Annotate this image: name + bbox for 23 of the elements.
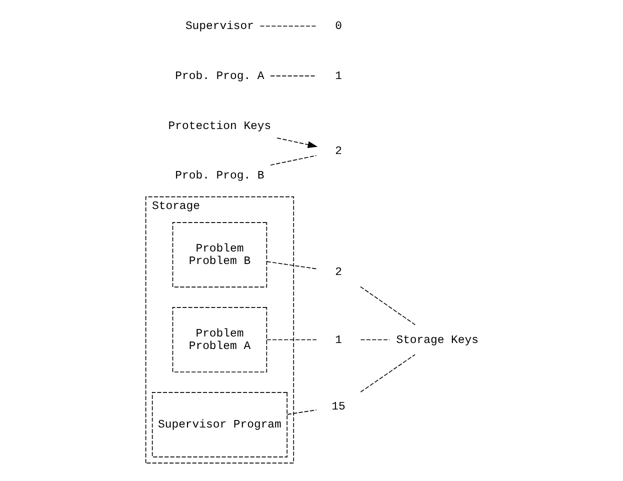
connector	[259, 26, 316, 27]
node-text: 1	[334, 70, 342, 83]
connector	[360, 339, 390, 340]
connector	[266, 261, 316, 270]
connector	[270, 155, 316, 166]
connector	[266, 339, 316, 340]
connector	[360, 286, 416, 326]
node-box: Problem Problem A	[172, 307, 267, 372]
node-box: Problem Problem B	[172, 222, 267, 288]
connector	[286, 410, 316, 415]
connector	[360, 354, 415, 392]
node-text: Prob. Prog. B	[174, 170, 264, 183]
node-text: Prob. Prog. A	[174, 70, 264, 83]
node-text: Storage Keys	[396, 334, 478, 347]
node-text: 15	[331, 400, 345, 414]
node-text: Supervisor	[184, 20, 254, 34]
node-text: 1	[334, 334, 342, 347]
arrow	[276, 138, 318, 148]
node-text: 2	[334, 266, 342, 279]
node-text: 0	[334, 20, 342, 34]
node-text: 2	[334, 145, 342, 158]
node-text: Protection Keys	[168, 120, 271, 133]
node-box: Supervisor Program	[151, 392, 287, 458]
